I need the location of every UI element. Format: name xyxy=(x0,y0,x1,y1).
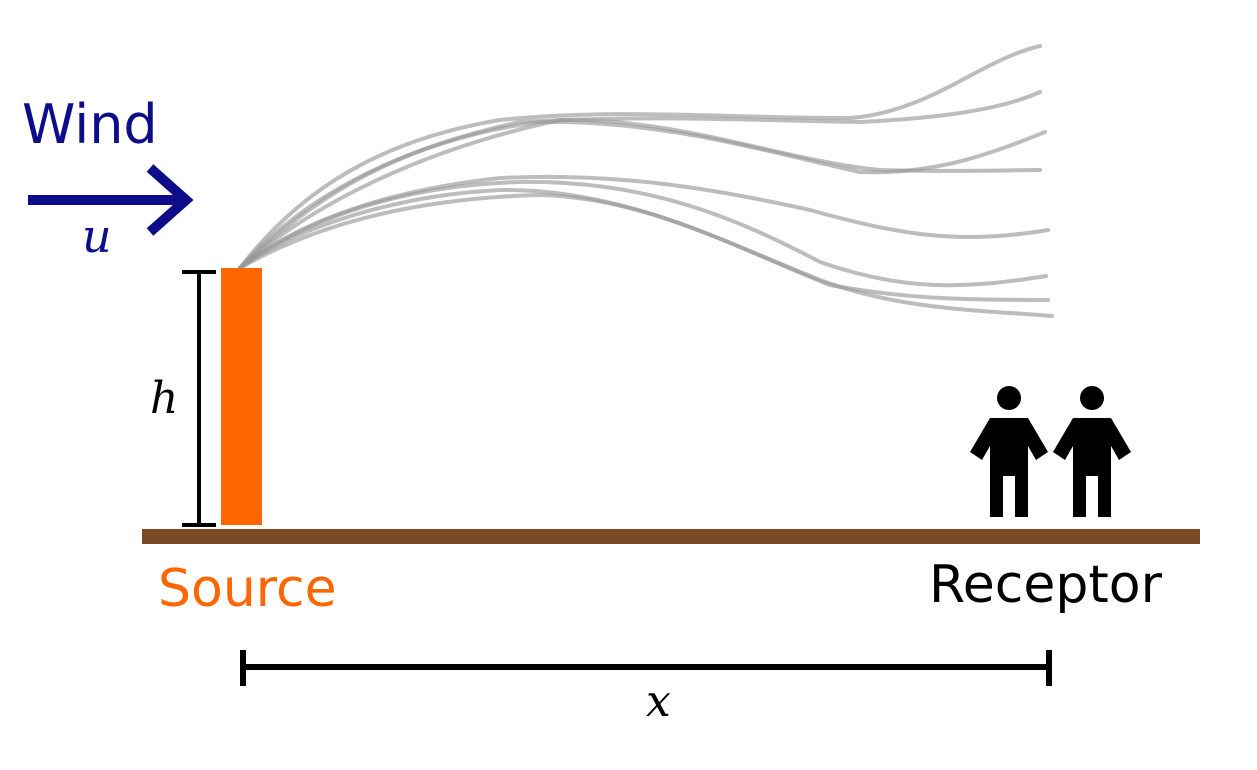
wind-label: Wind xyxy=(22,93,158,156)
two-people-icon xyxy=(970,386,1131,517)
wind-speed-symbol: u xyxy=(82,209,112,263)
ground-line xyxy=(142,529,1200,544)
height-dimension xyxy=(182,270,216,527)
wind-arrow-icon xyxy=(28,164,194,236)
stack-height-symbol: h xyxy=(150,373,178,424)
person-icon xyxy=(1053,386,1131,517)
person-icon xyxy=(970,386,1048,517)
distance-dimension xyxy=(240,650,1052,686)
plume-line xyxy=(238,179,1048,288)
plume-trajectories xyxy=(238,44,1054,318)
plume-line xyxy=(238,174,1050,270)
plume-line xyxy=(238,117,1042,270)
plume-line xyxy=(238,44,1042,270)
source-label: Source xyxy=(158,559,337,619)
distance-symbol: x xyxy=(646,676,671,727)
plume-line xyxy=(238,192,1050,302)
plume-line xyxy=(238,119,1047,270)
receptor-label: Receptor xyxy=(929,555,1163,615)
source-stack xyxy=(221,268,262,525)
